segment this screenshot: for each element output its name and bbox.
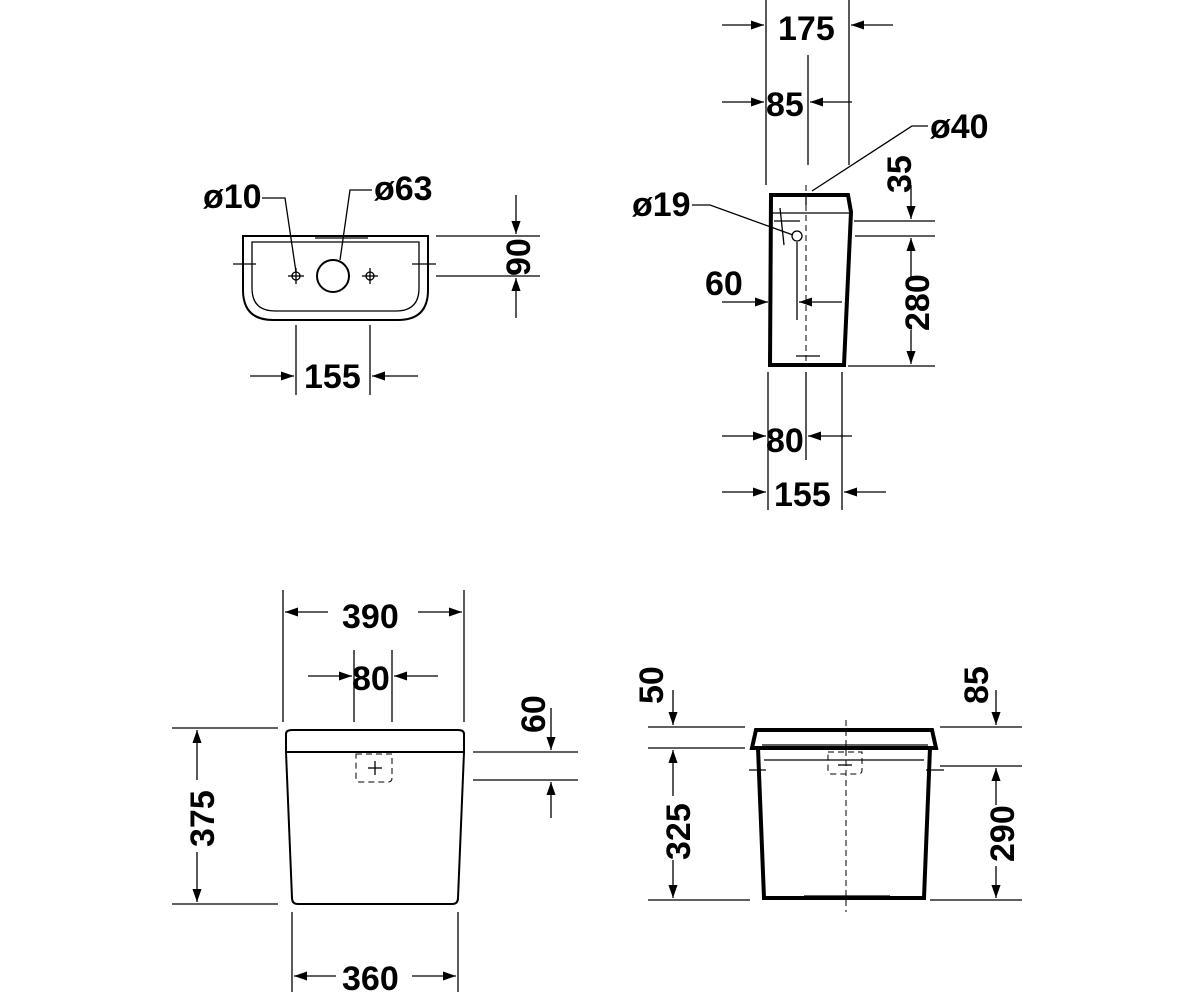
dim-top-depth: 90	[500, 238, 538, 276]
section-body	[755, 746, 933, 900]
dim-button-width: 80	[352, 660, 390, 698]
dim-bottom-offset: 80	[766, 422, 804, 460]
top-view: ø10 ø63 90 155	[203, 170, 540, 396]
dim-section-lid-height: 50	[633, 666, 671, 704]
section-view: 50 325 85 290	[633, 666, 1022, 912]
large-hole	[316, 259, 350, 293]
dim-front-base-width: 360	[342, 960, 399, 998]
dim-side-inner-offset: 85	[766, 86, 804, 124]
dim-front-lid-height: 60	[515, 695, 553, 733]
side-view: 175 85 ø40 ø19 35 280 60 80	[632, 0, 989, 514]
top-view-outline	[242, 235, 429, 321]
dim-inlet-offset: 60	[705, 265, 743, 303]
inlet-hole	[791, 230, 803, 242]
front-body	[284, 751, 466, 905]
side-view-outline	[767, 193, 854, 367]
section-lid	[749, 728, 939, 750]
dim-section-height: 325	[660, 803, 698, 860]
top-view-inner-outline	[251, 241, 420, 312]
dim-front-top-width: 390	[342, 598, 399, 636]
dim-inlet-height: 280	[899, 274, 937, 331]
flush-button	[355, 753, 393, 783]
dim-hole-large: ø63	[374, 170, 433, 208]
dim-side-top-offset: 35	[881, 155, 919, 193]
dim-outlet: ø40	[930, 108, 989, 146]
dim-section-right-offset: 85	[958, 666, 996, 704]
dim-inlet: ø19	[632, 186, 691, 224]
dim-side-top-depth: 175	[778, 10, 835, 48]
front-lid	[285, 729, 465, 753]
dim-front-total-height: 375	[184, 790, 222, 847]
dim-section-inner-height: 290	[984, 805, 1022, 862]
section-button	[827, 751, 863, 775]
dim-hole-small: ø10	[203, 178, 262, 216]
dim-base-depth: 155	[774, 476, 831, 514]
dim-hole-spacing: 155	[304, 358, 361, 396]
front-view: 390 80 60 375 360	[172, 590, 578, 998]
